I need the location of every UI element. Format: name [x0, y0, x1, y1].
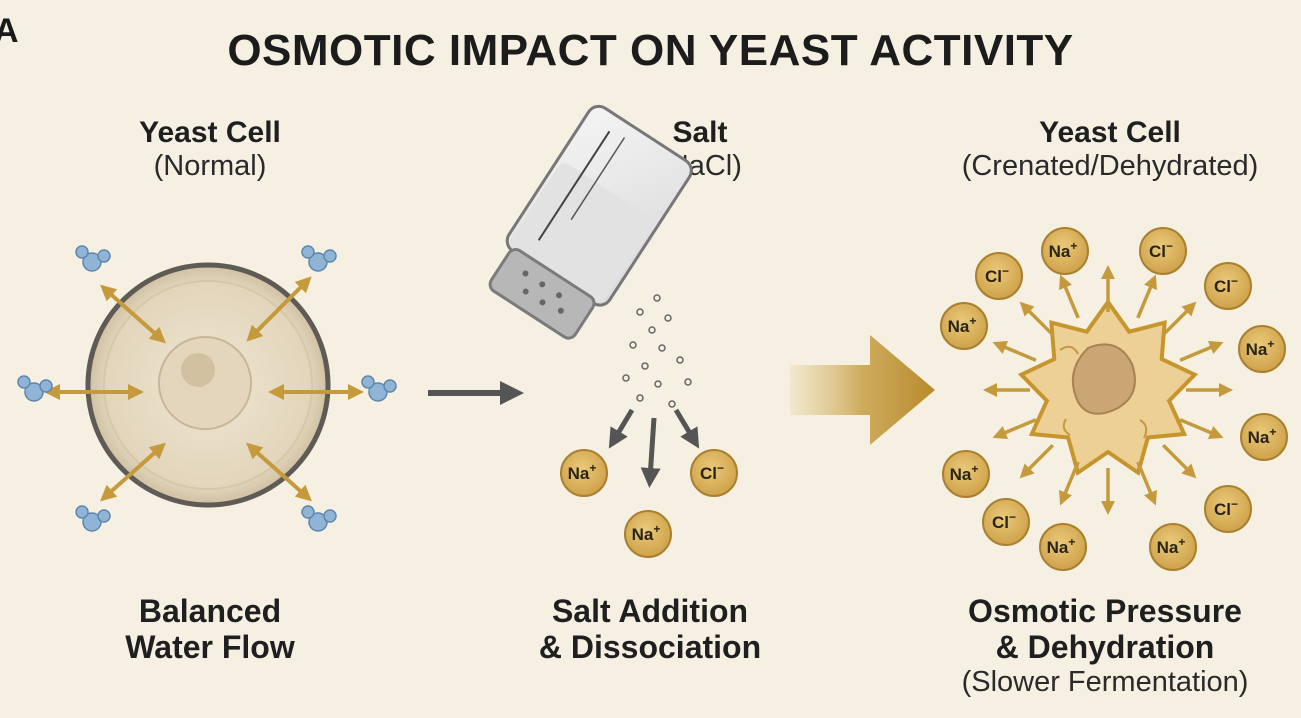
outflow-arrow — [1059, 274, 1080, 319]
salt-shaker-icon — [488, 104, 693, 340]
ion-icon: Na+ — [1039, 523, 1087, 571]
water-molecules — [17, 245, 397, 532]
water-flow-arrows — [44, 276, 364, 502]
double-arrow-icon — [100, 442, 166, 502]
right-caption-line3: (Slower Fermentation) — [961, 665, 1249, 698]
ion-icon: Cl− — [690, 449, 738, 497]
left-panel-header: Yeast Cell (Normal) — [95, 116, 325, 182]
normal-yeast-cell — [85, 262, 331, 508]
double-arrow-icon — [100, 284, 166, 344]
left-caption-line1: Balanced — [138, 593, 282, 629]
middle-caption-line2: & Dissociation — [538, 628, 762, 665]
sodium-ion-label: Na+ — [568, 461, 597, 483]
sodium-ion-label: Na+ — [1047, 535, 1076, 557]
right-heading: Yeast Cell — [1039, 116, 1181, 149]
middle-caption: Salt Addition & Dissociation — [500, 593, 800, 666]
surrounding-ions: Cl−Na+Cl−Cl−Na+Na+Na+Na+Cl−Cl−Na+Na+ — [940, 227, 1288, 571]
ion-icon: Cl− — [982, 498, 1030, 546]
outflow-arrow — [1019, 443, 1055, 479]
page-title: OSMOTIC IMPACT ON YEAST ACTIVITY — [227, 26, 1074, 75]
right-caption-line1: Osmotic Pressure — [968, 593, 1242, 629]
ion-icon: Cl− — [1204, 485, 1252, 533]
left-subheading: (Normal) — [153, 149, 267, 182]
double-arrow-icon — [246, 442, 312, 502]
ion-icon: Cl− — [1139, 227, 1187, 275]
ion-icon: Cl− — [1204, 262, 1252, 310]
sodium-ion-label: Na+ — [948, 314, 977, 336]
outflow-arrow — [1161, 301, 1197, 337]
water-molecule-icon — [301, 245, 337, 272]
sodium-ion-label: Na+ — [1248, 425, 1277, 447]
outflow-arrow — [1161, 443, 1197, 479]
water-molecule-icon — [17, 375, 53, 402]
water-molecule-icon — [75, 245, 111, 272]
salt-grains — [622, 294, 692, 408]
ion-icon: Na+ — [1238, 325, 1286, 373]
sodium-ion-label: Na+ — [1246, 337, 1275, 359]
outflow-arrow — [1179, 418, 1224, 439]
ion-icon: Na+ — [1240, 413, 1288, 461]
sodium-ion-label: Na+ — [1049, 239, 1078, 261]
right-subheading: (Crenated/Dehydrated) — [961, 149, 1259, 182]
outflow-arrow — [992, 418, 1037, 439]
big-transition-arrow — [790, 335, 935, 445]
ion-icon: Na+ — [1149, 523, 1197, 571]
outflow-arrow — [1059, 461, 1080, 506]
dissociation-arrows — [608, 408, 700, 488]
middle-heading: Salt — [672, 116, 728, 149]
ion-icon: Na+ — [942, 450, 990, 498]
water-molecule-icon — [361, 375, 397, 402]
outflow-arrow — [992, 341, 1037, 362]
middle-caption-line1: Salt Addition — [551, 593, 749, 629]
ion-icon: Na+ — [1041, 227, 1089, 275]
ion-icon: Na+ — [940, 302, 988, 350]
outflow-arrow — [1179, 341, 1224, 362]
ion-icon: Na+ — [624, 510, 672, 558]
outflow-arrow — [1019, 301, 1055, 337]
corner-mark: A — [0, 12, 19, 50]
water-molecule-icon — [301, 505, 337, 532]
ion-icon: Na+ — [560, 449, 608, 497]
outflow-arrow — [1136, 274, 1157, 319]
right-panel-header: Yeast Cell (Crenated/Dehydrated) — [920, 116, 1300, 182]
left-heading: Yeast Cell — [139, 116, 281, 149]
right-caption: Osmotic Pressure & Dehydration (Slower F… — [920, 593, 1290, 698]
water-molecule-icon — [75, 505, 111, 532]
sodium-ion-label: Na+ — [1157, 535, 1186, 557]
left-caption: Balanced Water Flow — [90, 593, 330, 666]
left-caption-line2: Water Flow — [125, 628, 295, 665]
sodium-ion-label: Na+ — [632, 522, 661, 544]
dissociated-ions: Na+ Cl− Na+ — [560, 449, 738, 558]
double-arrow-icon — [246, 276, 312, 342]
right-caption-line2: & Dehydration — [995, 628, 1215, 665]
outflow-arrows — [983, 265, 1233, 515]
outflow-arrow — [1136, 461, 1157, 506]
sodium-ion-label: Na+ — [950, 462, 979, 484]
crenated-yeast-cell — [1017, 298, 1199, 476]
ion-icon: Cl− — [975, 252, 1023, 300]
